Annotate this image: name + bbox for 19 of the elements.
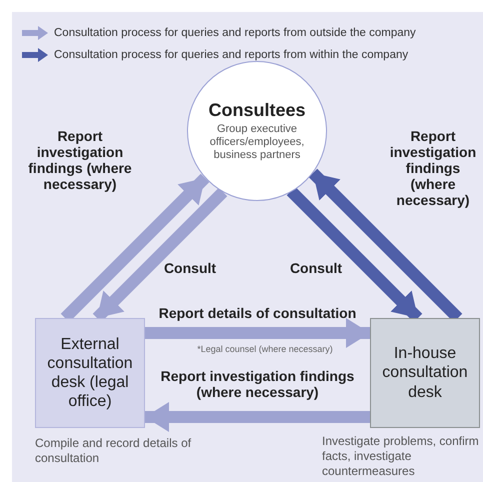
desk-box [370, 318, 480, 428]
edge-label: Report investigation findings (where necessary) [160, 368, 356, 400]
node-text: Group executive officers/employees, business partners [208, 122, 306, 162]
edge-label: Report investigation findings (where necessary) [388, 128, 478, 208]
arrow [145, 402, 370, 432]
footnote-text: *Legal counsel (where necessary) [196, 344, 334, 354]
desk-box [35, 318, 145, 428]
edge-label: Report investigation findings (where necessary) [27, 128, 133, 192]
arrow [145, 318, 370, 348]
node-title: External consultation desk (legal office) [46, 334, 134, 412]
legend-text: Consultation process for queries and reports from outside the company [54, 27, 416, 39]
legend-text: Consultation process for queries and reports from within the company [54, 49, 408, 61]
edge-label: Consult [162, 260, 218, 276]
node-note: Investigate problems, confirm facts, investigate countermeasures [322, 434, 480, 479]
node-note: Compile and record details of consultation [35, 436, 192, 466]
edge-label: Report details of consultation [158, 305, 358, 322]
node-title: Consultees [208, 100, 306, 121]
node-title: In-house consultation desk [381, 344, 469, 402]
edge-label: Consult [288, 260, 344, 276]
